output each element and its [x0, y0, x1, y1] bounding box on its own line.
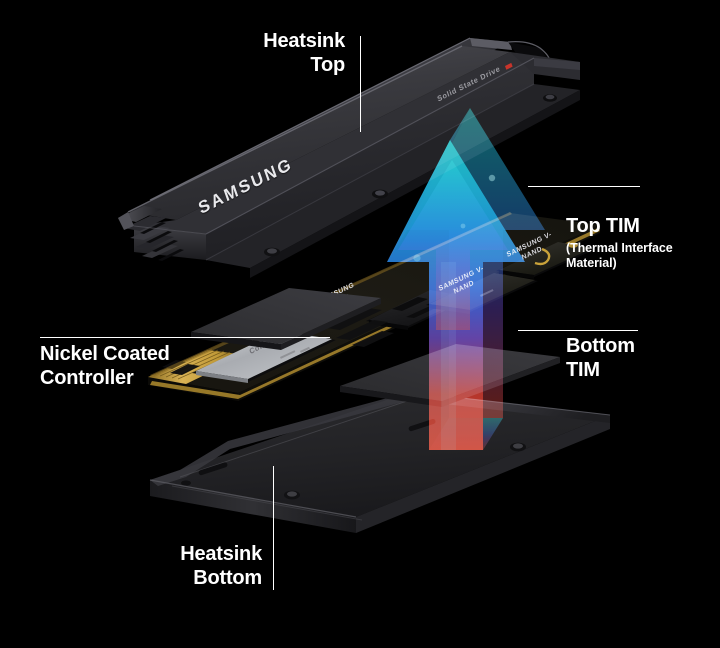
leader-line-heatsink-top: [360, 36, 362, 132]
label-heatsink-bottom: Heatsink Bottom: [180, 543, 262, 590]
label-bottom-tim: Bottom TIM: [566, 335, 635, 382]
controller-chip: [192, 331, 336, 383]
label-top-tim-subtitle: (Thermal Interface Material): [566, 240, 673, 271]
label-top-tim: Top TIM (Thermal Interface Material): [566, 190, 716, 296]
leader-line-top-tim: [528, 186, 640, 188]
label-nickel-coated-controller: Nickel Coated Controller: [40, 343, 170, 390]
leader-line-nickel-coated-controller: [40, 337, 330, 339]
leader-line-bottom-tim: [518, 330, 638, 332]
leader-line-heatsink-bottom: [273, 466, 275, 590]
label-top-tim-title: Top TIM: [566, 215, 640, 238]
label-heatsink-top: Heatsink Top: [263, 30, 345, 77]
